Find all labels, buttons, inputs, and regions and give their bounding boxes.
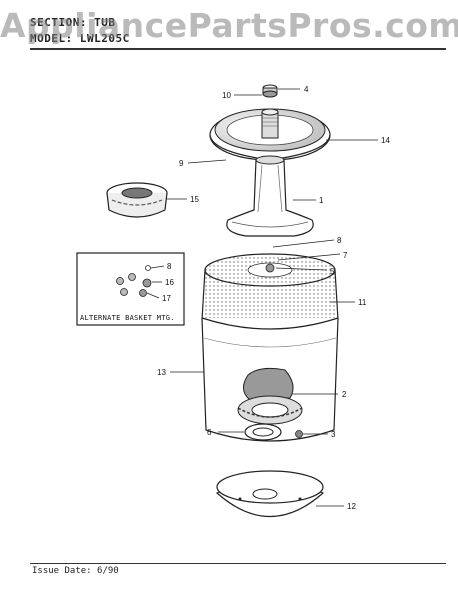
callout-12: 12 [316,502,356,511]
svg-text:6: 6 [207,428,212,437]
svg-text:4: 4 [304,85,309,94]
svg-text:10: 10 [222,91,231,100]
callout-8: 8 [272,236,342,248]
part-15-softener-cup [106,182,168,218]
callout-17: 17 [146,292,171,303]
callout-8-inset: 8 [150,262,172,271]
inset-caption: ALTERNATE BASKET MTG. [80,314,175,322]
part-6-gasket [244,423,282,441]
part-14-balance-ring [209,108,331,161]
issue-date: Issue Date: 6/90 [32,566,119,576]
svg-text:8: 8 [167,262,172,271]
svg-text:9: 9 [179,159,184,168]
callout-11: 11 [330,298,367,307]
svg-text:13: 13 [157,368,166,377]
callout-4: 4 [278,85,309,94]
callout-7: 7 [277,251,348,261]
callout-14: 14 [326,136,390,145]
svg-text:14: 14 [381,136,390,145]
part-1-agitator [226,155,314,237]
part-4-cap-nut [262,84,278,98]
footer-rule [30,563,446,564]
callout-1: 1 [293,196,324,205]
callout-15: 15 [167,195,199,204]
section-label: SECTION: TUB [30,16,116,29]
svg-text:15: 15 [190,195,199,204]
callout-9: 9 [179,159,227,168]
callout-3: 3 [303,430,336,439]
svg-text:5: 5 [330,267,335,276]
callout-16: 16 [152,278,174,287]
svg-text:3: 3 [331,430,336,439]
part-3-nut [295,430,303,438]
svg-text:8: 8 [337,236,342,245]
callout-13: 13 [157,368,204,377]
part-12-bottom-shield [215,470,325,518]
callout-5: 5 [275,267,335,276]
svg-text:16: 16 [165,278,174,287]
callout-6: 6 [207,428,244,437]
svg-text:12: 12 [347,502,356,511]
svg-text:17: 17 [162,294,171,303]
part-2-hub [237,367,303,425]
model-label: MODEL: LWL205C [30,32,130,45]
svg-text:2: 2 [342,390,347,399]
part-11-basket [201,253,339,329]
svg-text:11: 11 [358,298,367,307]
callout-10: 10 [222,91,262,100]
header-rule [30,48,446,50]
inset-alternate-basket-mtg: ALTERNATE BASKET MTG. [76,252,185,326]
svg-text:1: 1 [319,196,324,205]
callout-2: 2 [292,390,347,399]
svg-text:7: 7 [343,251,348,260]
